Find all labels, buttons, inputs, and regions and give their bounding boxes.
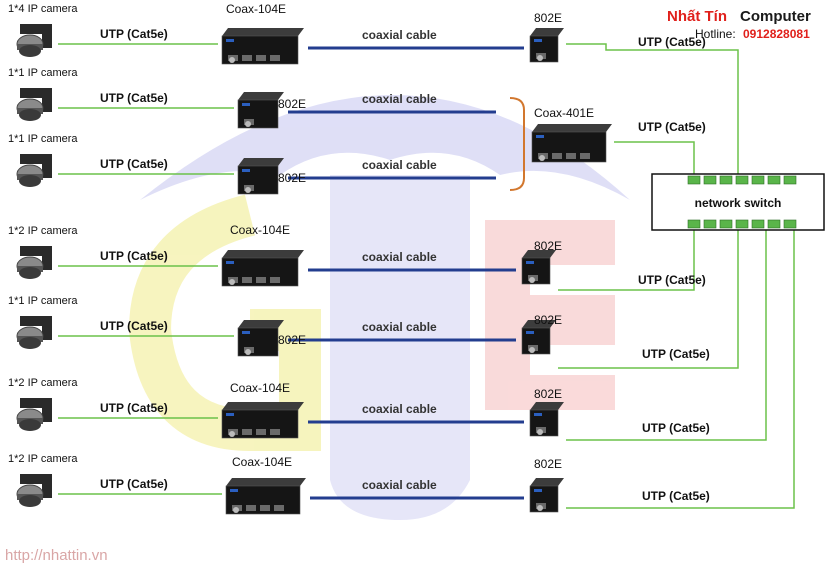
encoder-label: 802E [278, 171, 306, 185]
switch-port [783, 219, 797, 229]
hotline-number: 0912828081 [743, 27, 810, 41]
receiver-label: 802E [534, 239, 562, 253]
encoder-device [225, 478, 306, 515]
ip-camera-icon [16, 246, 52, 279]
cables [58, 43, 795, 509]
coax-label: coaxial cable [362, 250, 437, 264]
utp-label: UTP (Cat5e) [100, 319, 168, 333]
encoder-device [237, 158, 284, 195]
camera-label: 1*1 IP camera [8, 133, 78, 145]
encoder-label: Coax-104E [226, 2, 286, 16]
receiver-label: 802E [534, 11, 562, 25]
switch-label: network switch [695, 196, 782, 210]
uplink-cable [566, 228, 795, 509]
switch-port [687, 175, 701, 185]
switch-port [767, 175, 781, 185]
ip-camera-icon [16, 154, 52, 187]
receiver-label: 802E [534, 313, 562, 327]
utp-label: UTP (Cat5e) [100, 401, 168, 415]
camera-label: 1*4 IP camera [8, 3, 78, 15]
receiver-device [529, 402, 564, 437]
ip-camera-icon [16, 316, 52, 349]
switch-port [751, 175, 765, 185]
group-receiver-label: Coax-401E [534, 106, 594, 120]
network-switch: network switch [651, 173, 825, 231]
encoder-device [221, 250, 304, 287]
encoder-device [221, 402, 304, 439]
coax-label: coaxial cable [362, 158, 437, 172]
encoder-label: Coax-104E [232, 455, 292, 469]
receiver-device [521, 320, 556, 355]
camera-label: 1*1 IP camera [8, 67, 78, 79]
camera-label: 1*1 IP camera [8, 295, 78, 307]
ip-camera-icon [16, 474, 52, 507]
ip-camera-icon [16, 88, 52, 121]
group-receiver-utp-label: UTP (Cat5e) [638, 120, 706, 134]
camera-label: 1*2 IP camera [8, 453, 78, 465]
switch-port [767, 219, 781, 229]
coax-label: coaxial cable [362, 478, 437, 492]
receiver-utp-label: UTP (Cat5e) [642, 347, 710, 361]
coax-label: coaxial cable [362, 28, 437, 42]
switch-port [703, 219, 717, 229]
uplink-cable [566, 228, 767, 441]
receiver-utp-label: UTP (Cat5e) [638, 35, 706, 49]
coax-label: coaxial cable [362, 402, 437, 416]
receiver-label: 802E [534, 457, 562, 471]
group-bracket [509, 97, 525, 191]
switch-port [751, 219, 765, 229]
coax-label: coaxial cable [362, 92, 437, 106]
receiver-utp-label: UTP (Cat5e) [642, 421, 710, 435]
utp-label: UTP (Cat5e) [100, 91, 168, 105]
encoder-label: Coax-104E [230, 223, 290, 237]
receiver-label: 802E [534, 387, 562, 401]
receiver-utp-label: UTP (Cat5e) [638, 273, 706, 287]
switch-port [735, 175, 749, 185]
uplink-cable [558, 228, 739, 369]
encoder-device [237, 92, 284, 129]
switch-port [687, 219, 701, 229]
encoder-label: 802E [278, 333, 306, 347]
receiver-utp-label: UTP (Cat5e) [642, 489, 710, 503]
website-url: http://nhattin.vn [5, 547, 108, 564]
hotline-label: Hotline: [695, 27, 736, 41]
encoder-label: 802E [278, 97, 306, 111]
receiver-device [529, 28, 564, 63]
encoder-label: Coax-104E [230, 381, 290, 395]
utp-label: UTP (Cat5e) [100, 249, 168, 263]
switch-port [735, 219, 749, 229]
ip-camera-icon [16, 24, 52, 57]
coax-label: coaxial cable [362, 320, 437, 334]
receiver-device [521, 250, 556, 285]
coax-401e-device [531, 124, 612, 163]
switch-port [703, 175, 717, 185]
switch-port [783, 175, 797, 185]
encoder-device [237, 320, 284, 357]
uplink-cable [614, 141, 695, 176]
uplink-cable [566, 43, 739, 176]
brand-name-red: Nhất Tín [667, 8, 727, 25]
utp-label: UTP (Cat5e) [100, 157, 168, 171]
camera-label: 1*2 IP camera [8, 377, 78, 389]
utp-label: UTP (Cat5e) [100, 477, 168, 491]
switch-port [719, 219, 733, 229]
uplink-cable [558, 228, 695, 291]
brand-name-dark: Computer [740, 8, 811, 25]
camera-label: 1*2 IP camera [8, 225, 78, 237]
receiver-device [529, 478, 564, 513]
encoder-device [221, 28, 304, 65]
devices [16, 24, 612, 515]
utp-label: UTP (Cat5e) [100, 27, 168, 41]
switch-port [719, 175, 733, 185]
ip-camera-icon [16, 398, 52, 431]
brand-logo: Nhất Tín Computer Hotline: 0912828081 [667, 8, 811, 41]
